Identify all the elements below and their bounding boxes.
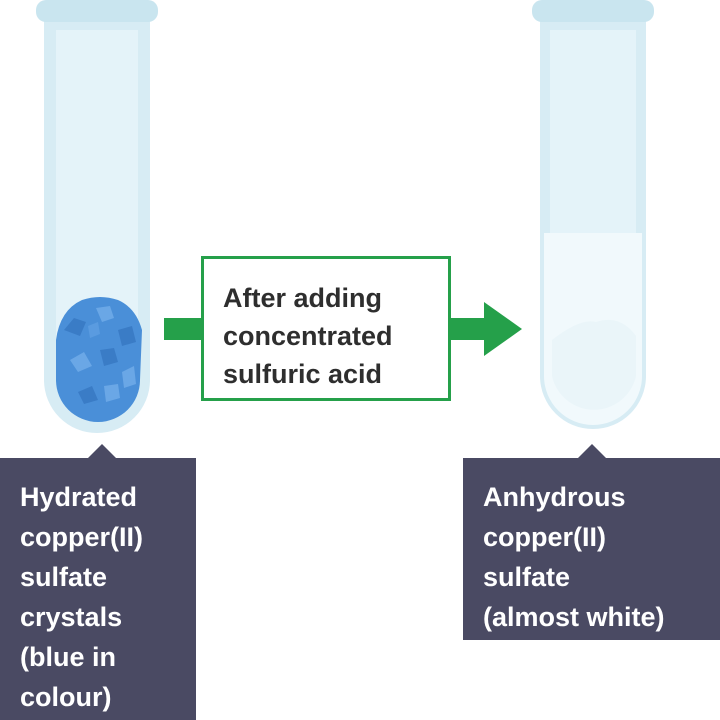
process-text-line: sulfuric acid <box>223 359 383 389</box>
anhydrous-label-line: Anhydrous <box>483 482 626 512</box>
hydrated-label-line: sulfate <box>20 562 108 592</box>
process-step-box: After adding concentrated sulfuric acid <box>201 256 451 401</box>
hydrated-label-line: copper(II) <box>20 522 144 552</box>
anhydrous-label-line: (almost white) <box>483 602 665 632</box>
hydrated-crystals <box>56 297 142 422</box>
arrow-head <box>451 302 522 356</box>
anhydrous-label: Anhydrous copper(II) sulfate (almost whi… <box>463 444 720 640</box>
process-text-line: After adding <box>223 283 382 313</box>
hydrated-label-line: (blue in <box>20 642 116 672</box>
hydrated-label-line: Hydrated <box>20 482 138 512</box>
arrow-tail <box>164 318 202 340</box>
hydrated-label: Hydrated copper(II) sulfate crystals (bl… <box>0 444 196 720</box>
hydrated-label-line: crystals <box>20 602 123 632</box>
anhydrous-label-line: copper(II) <box>483 522 607 552</box>
hydrated-label-line: colour) <box>20 682 112 712</box>
anhydrous-label-line: sulfate <box>483 562 571 592</box>
process-text-line: concentrated <box>223 321 393 351</box>
anhydrous-contents <box>544 233 642 425</box>
